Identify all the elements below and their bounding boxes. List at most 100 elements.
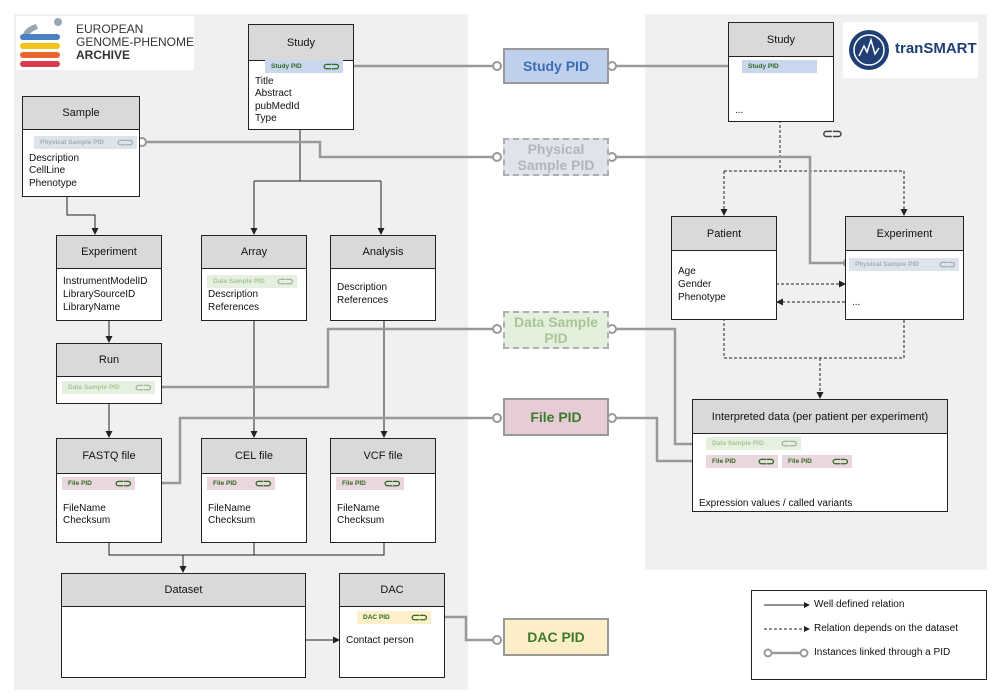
transmart-logo: tranSMART <box>843 22 978 78</box>
pid-link-icon <box>763 648 809 658</box>
ega-run-box: Run Data Sample PID⊂⊃ <box>56 343 162 404</box>
legend-item-well-defined: Well defined relation <box>762 597 982 613</box>
transmart-interpreted-file-pid-1-label: File PID <box>712 458 736 465</box>
ega-vcf-box: VCF file File PID⊂⊃ FileName Checksum <box>330 438 436 543</box>
ega-sample-pid: Physical Sample PID ⊂⊃ <box>34 136 137 149</box>
legend-label-depends: Relation depends on the dataset <box>814 623 958 634</box>
transmart-experiment-pid: Physical Sample PID ⊂⊃ <box>849 258 959 271</box>
ega-study-pid: Study PID ⊂⊃ <box>265 60 343 73</box>
ega-logo-icon <box>20 18 62 67</box>
ega-study-title: Study <box>249 25 353 61</box>
transmart-patient-field-phenotype: Phenotype <box>678 292 726 303</box>
ega-fastq-field-filename: FileName <box>63 503 106 514</box>
ega-experiment-box: Experiment InstrumentModelID LibrarySour… <box>56 235 162 321</box>
ega-study-field-type: Type <box>255 113 277 124</box>
ega-dac-pid: DAC PID⊂⊃ <box>357 611 431 624</box>
link-icon: ⊂⊃ <box>822 126 843 141</box>
ega-cel-title: CEL file <box>202 439 306 474</box>
transmart-experiment-title: Experiment <box>846 217 963 251</box>
ega-dac-title: DAC <box>340 574 444 607</box>
legend-item-linked: Instances linked through a PID <box>762 645 982 661</box>
ega-fastq-pid-label: File PID <box>68 480 92 487</box>
ega-run-title: Run <box>57 344 161 377</box>
legend-label-linked: Instances linked through a PID <box>814 647 951 658</box>
ega-analysis-title: Analysis <box>331 236 435 269</box>
transmart-experiment-field-more: ... <box>852 297 861 308</box>
ega-fastq-pid: File PID ⊂⊃ <box>62 477 135 490</box>
transmart-patient-field-age: Age <box>678 266 696 277</box>
transmart-study-field-more: ... <box>735 105 744 116</box>
ega-sample-field-phenotype: Phenotype <box>29 178 77 189</box>
link-icon: ⊂⊃ <box>383 478 401 490</box>
ega-study-pid-label: Study PID <box>271 63 302 70</box>
ega-experiment-field-instrument: InstrumentModelID <box>63 276 148 287</box>
transmart-patient-box: Patient Age Gender Phenotype <box>671 216 777 320</box>
ega-sample-field-cellline: CellLine <box>29 165 66 176</box>
ega-cel-pid: File PID⊂⊃ <box>207 477 275 490</box>
dac-pid-box: DAC PID <box>503 618 609 656</box>
ega-sample-field-description: Description <box>29 153 80 164</box>
ega-logo: EUROPEAN GENOME-PHENOME ARCHIVE <box>16 16 194 70</box>
link-icon: ⊂⊃ <box>116 137 134 149</box>
ega-dac-field-contact: Contact person <box>346 635 414 646</box>
link-icon: ⊂⊃ <box>780 438 798 450</box>
transmart-interpreted-data-pid-label: Data Sample PID <box>712 440 764 447</box>
link-icon: ⊂⊃ <box>276 276 294 288</box>
ega-study-box: Study Study PID⊂⊃ Title Abstract pubMedI… <box>248 24 354 130</box>
transmart-patient-field-gender: Gender <box>678 279 712 290</box>
link-icon: ⊂⊃ <box>938 259 956 271</box>
link-icon: ⊂⊃ <box>757 456 775 468</box>
transmart-interpreted-box: Interpreted data (per patient per experi… <box>692 399 948 512</box>
ega-sample-box: Sample Physical Sample PID⊂⊃ Description… <box>22 96 140 197</box>
link-icon: ⊂⊃ <box>831 456 849 468</box>
ega-dac-box: DAC DAC PID⊂⊃ Contact person <box>339 573 445 678</box>
transmart-experiment-pid-label: Physical Sample PID <box>855 261 919 268</box>
transmart-study-title: Study <box>729 23 833 57</box>
ega-analysis-box: Analysis Description References <box>330 235 436 321</box>
ega-experiment-field-libraryname: LibraryName <box>63 302 121 313</box>
solid-arrow-icon <box>764 602 810 608</box>
transmart-logo-text: tranSMART <box>895 40 977 57</box>
ega-fastq-title: FASTQ file <box>57 439 161 474</box>
ega-sample-pid-label: Physical Sample PID <box>40 139 104 146</box>
link-icon: ⊂⊃ <box>134 382 152 394</box>
file-pid-box: File PID <box>503 398 609 436</box>
ega-dataset-title: Dataset <box>62 574 305 607</box>
transmart-interpreted-title: Interpreted data (per patient per experi… <box>693 400 947 434</box>
transmart-experiment-box: Experiment Physical Sample PID ⊂⊃ ... <box>845 216 964 320</box>
link-icon: ⊂⊃ <box>410 612 428 624</box>
ega-vcf-field-checksum: Checksum <box>337 515 385 526</box>
dashed-arrow-icon <box>764 626 810 632</box>
transmart-logo-icon <box>849 30 889 70</box>
legend: Well defined relation Relation depends o… <box>751 590 987 680</box>
transmart-interpreted-file-pid-2-label: File PID <box>788 458 812 465</box>
transmart-interpreted-file-pid-1: File PID ⊂⊃ <box>706 455 778 468</box>
ega-array-title: Array <box>202 236 306 269</box>
link-icon: ⊂⊃ <box>322 61 340 73</box>
ega-array-pid-label: Data Sample PID <box>213 278 265 285</box>
physical-sample-pid-box: Physical Sample PID <box>503 138 609 176</box>
ega-vcf-pid: File PID ⊂⊃ <box>336 477 404 490</box>
legend-label-well-defined: Well defined relation <box>814 599 905 610</box>
ega-vcf-pid-label: File PID <box>342 480 366 487</box>
ega-cel-field-filename: FileName <box>208 503 251 514</box>
study-pid-box: Study PID <box>503 48 609 84</box>
ega-study-field-title: Title <box>255 76 274 87</box>
ega-fastq-field-checksum: Checksum <box>63 515 111 526</box>
ega-cel-box: CEL file File PID⊂⊃ FileName Checksum <box>201 438 307 543</box>
link-icon: ⊂⊃ <box>114 478 132 490</box>
ega-vcf-title: VCF file <box>331 439 435 474</box>
data-sample-pid-box: Data Sample PID <box>503 311 609 349</box>
transmart-patient-title: Patient <box>672 217 776 251</box>
legend-item-depends: Relation depends on the dataset <box>762 621 982 637</box>
ega-run-pid: Data Sample PID⊂⊃ <box>62 381 155 394</box>
ega-cel-field-checksum: Checksum <box>208 515 256 526</box>
ega-experiment-title: Experiment <box>57 236 161 269</box>
transmart-study-pid-label: Study PID <box>748 63 779 70</box>
ega-analysis-field-description: Description <box>337 282 388 293</box>
ega-dataset-box: Dataset <box>61 573 306 678</box>
ega-analysis-field-references: References <box>337 295 389 306</box>
transmart-interpreted-field-values: Expression values / called variants <box>699 498 853 509</box>
ega-logo-line2: GENOME-PHENOME <box>76 35 195 49</box>
transmart-study-pid: Study PID <box>742 60 817 73</box>
